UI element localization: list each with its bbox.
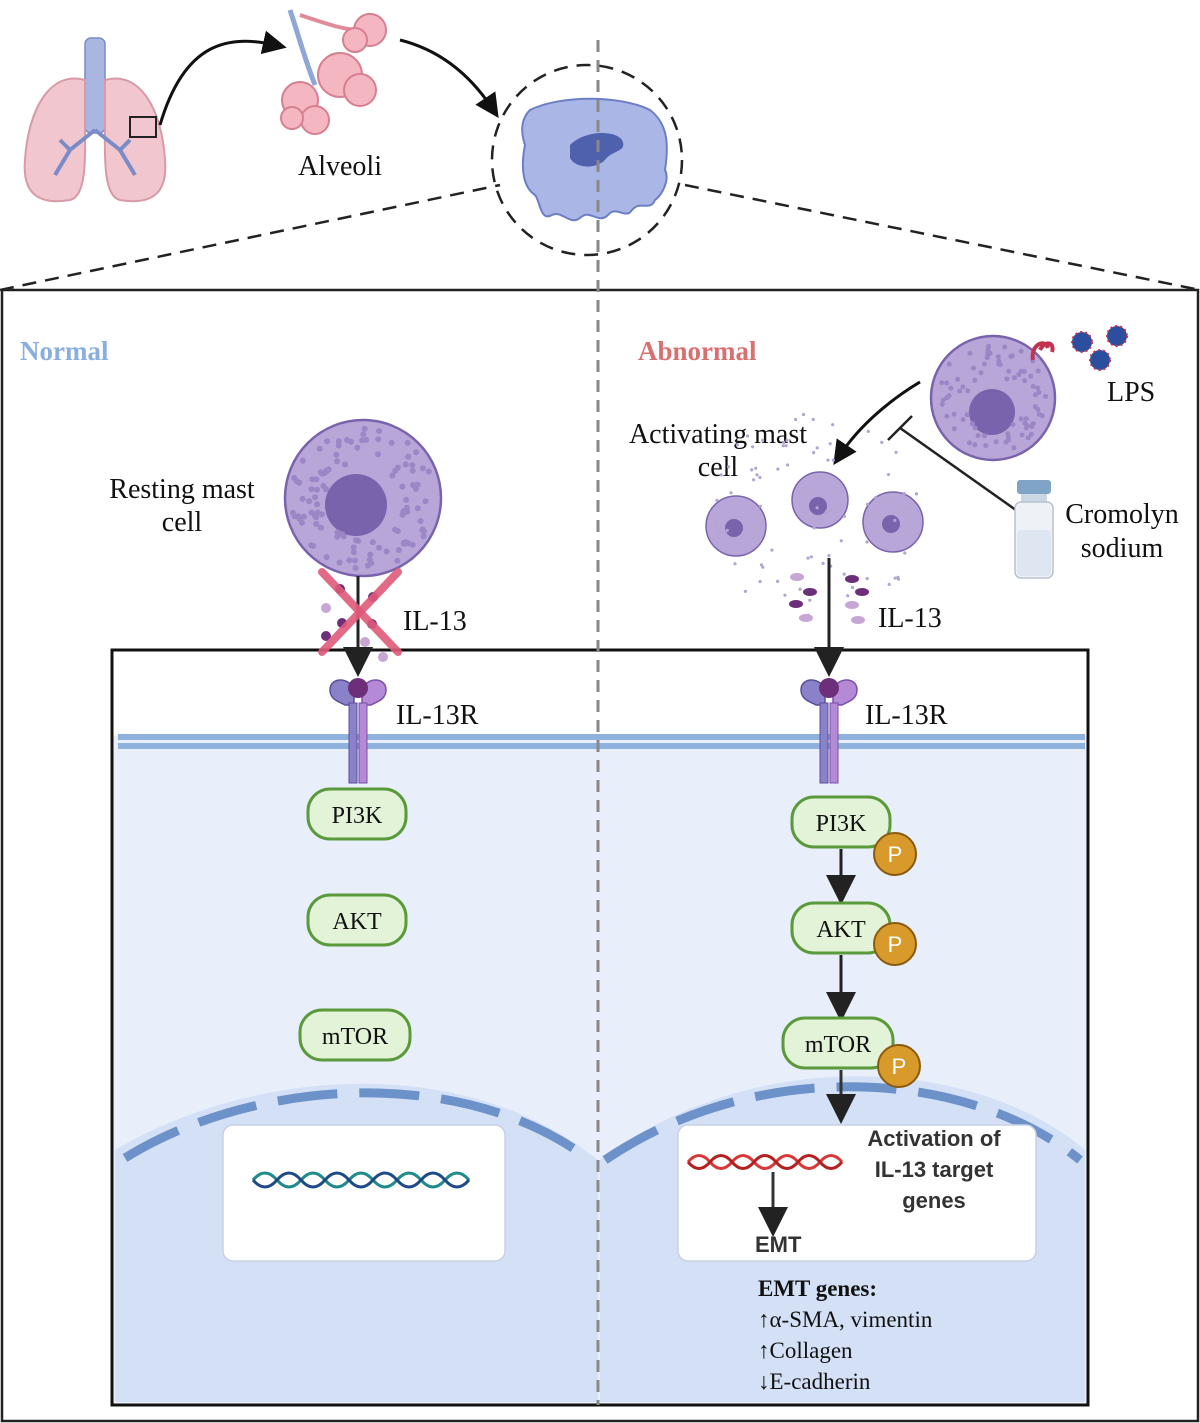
abnormal-mtor-label: mTOR	[805, 1032, 871, 1058]
resting-mast-cell-label-1: Resting mast	[109, 474, 255, 505]
alveoli-label: Alveoli	[298, 151, 382, 182]
lps-mast-cell-icon	[929, 334, 1057, 462]
activation-label-3: genes	[902, 1188, 966, 1213]
abnormal-akt-label: AKT	[816, 917, 866, 943]
activation-label-1: Activation of	[867, 1126, 1001, 1151]
alveoli-to-macrophage-arrow	[399, 38, 499, 118]
normal-il13r-label: IL-13R	[396, 700, 479, 731]
normal-pi3k-label: PI3K	[332, 803, 383, 829]
il13-receptor-abnormal	[800, 678, 858, 784]
cromolyn-label-2: sodium	[1081, 533, 1164, 564]
abnormal-mtor-node: mTOR P	[781, 1016, 921, 1088]
normal-mtor-node: mTOR	[298, 1008, 412, 1062]
mtor-phospho-badge	[877, 1044, 921, 1088]
mtor-phospho-label: P	[892, 1054, 907, 1079]
emt-gene-2: ↑Collagen	[758, 1338, 853, 1363]
cromolyn-vial-icon	[1014, 480, 1054, 579]
cell-membrane	[118, 734, 1085, 749]
zoom-line-left	[0, 183, 501, 292]
abnormal-akt-node: AKT P	[790, 901, 917, 966]
lung-to-alveoli-arrow	[158, 30, 287, 126]
alveoli-icon	[280, 9, 387, 135]
activating-mast-cell-label-2: cell	[698, 452, 739, 483]
abnormal-heading: Abnormal	[638, 336, 757, 366]
lps-label: LPS	[1107, 377, 1155, 408]
abnormal-il13r-label: IL-13R	[865, 700, 948, 731]
normal-il13-label: IL-13	[403, 606, 467, 637]
pi3k-phospho-badge	[873, 832, 917, 876]
cromolyn-inhibition-line	[887, 415, 1031, 522]
normal-akt-node: AKT	[306, 893, 408, 947]
il13-granules-abnormal	[789, 573, 869, 624]
zoom-circle	[490, 63, 684, 257]
akt-phospho-label: P	[888, 932, 903, 957]
emt-genes-title: EMT genes:	[758, 1276, 877, 1301]
activating-mast-cell-label-1: Activating mast	[629, 419, 807, 450]
pi3k-phospho-label: P	[888, 842, 903, 867]
abnormal-pi3k-label: PI3K	[816, 811, 867, 837]
normal-mtor-label: mTOR	[322, 1024, 388, 1050]
activation-arrow	[833, 380, 921, 465]
normal-akt-label: AKT	[332, 909, 382, 935]
normal-pi3k-node: PI3K	[306, 787, 408, 841]
abnormal-il13-label: IL-13	[878, 603, 942, 634]
dna-helix-normal	[251, 1171, 471, 1189]
macrophage-icon	[521, 97, 668, 222]
normal-heading: Normal	[20, 336, 109, 366]
activation-label-2: IL-13 target	[875, 1157, 994, 1182]
resting-mast-cell-label-2: cell	[162, 507, 203, 538]
dna-helix-abnormal	[686, 1154, 844, 1170]
abnormal-pi3k-node: PI3K P	[790, 795, 917, 876]
activated-mast-cells-icon	[705, 412, 924, 619]
cromolyn-label-1: Cromolyn	[1065, 499, 1179, 530]
blocked-cross-icon	[318, 568, 402, 656]
zoom-line-right	[684, 183, 1200, 292]
gene-box-left	[222, 1124, 506, 1262]
lps-particles-icon	[1071, 325, 1128, 371]
akt-phospho-badge	[873, 922, 917, 966]
il13-receptor-normal	[329, 678, 387, 784]
emt-label: EMT	[755, 1232, 802, 1257]
lungs-icon	[23, 37, 167, 203]
emt-gene-3: ↓E-cadherin	[758, 1369, 871, 1394]
emt-gene-1: ↑α-SMA, vimentin	[758, 1307, 933, 1332]
resting-mast-cell-icon	[283, 418, 443, 578]
